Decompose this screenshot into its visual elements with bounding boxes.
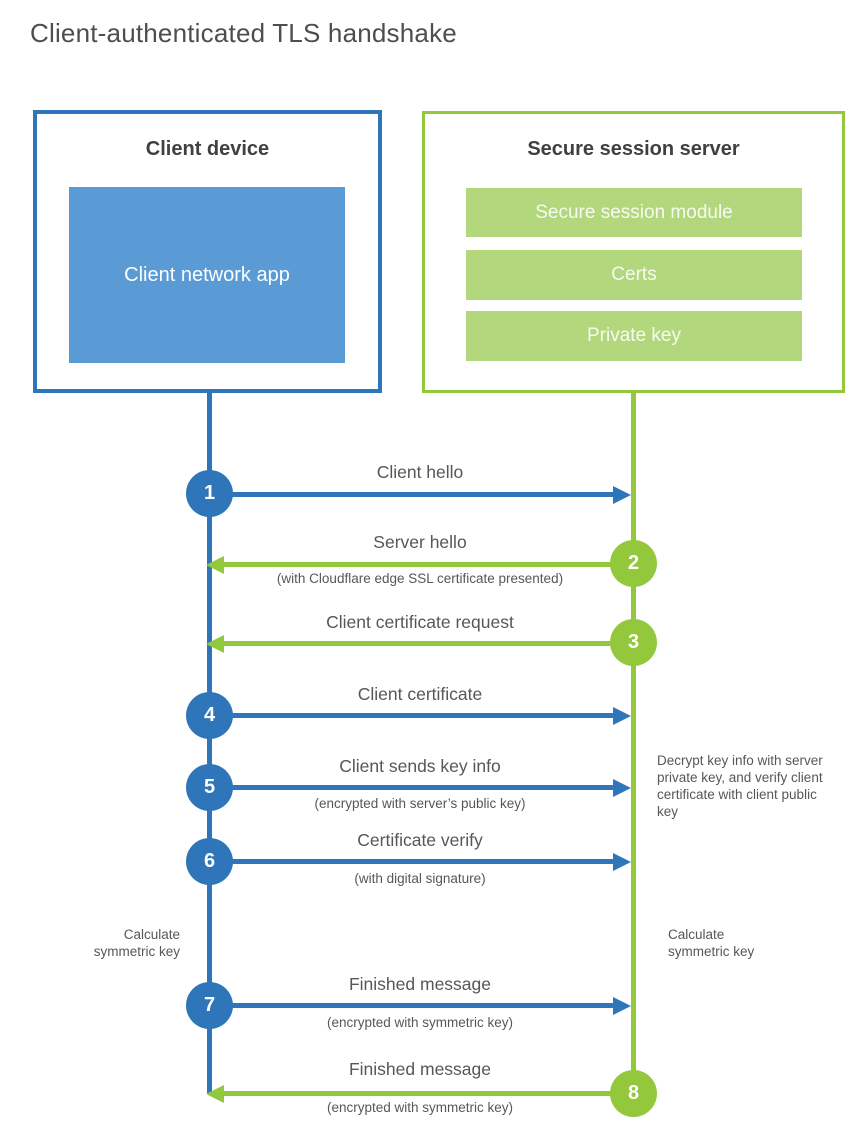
step-marker-1: 1	[186, 470, 233, 517]
message-label: Finished message	[348, 1059, 492, 1079]
server-lifeline	[631, 393, 636, 1093]
arrow-left-icon	[224, 641, 633, 646]
arrow-right-icon	[209, 492, 613, 497]
server-module-private-key: Private key	[466, 311, 802, 361]
message-label: Finished message	[348, 974, 492, 994]
secure-session-server-box: Secure session server Secure session mod…	[422, 111, 845, 393]
server-module-secure-session: Secure session module	[466, 188, 802, 237]
message-sublabel: (with digital signature)	[354, 871, 486, 886]
message-label: Client certificate request	[326, 612, 514, 632]
message-sublabel: (encrypted with symmetric key)	[326, 1100, 514, 1115]
page-title: Client-authenticated TLS handshake	[30, 18, 457, 48]
arrow-right-icon	[209, 713, 613, 718]
step-marker-4: 4	[186, 692, 233, 739]
step-marker-6: 6	[186, 838, 233, 885]
client-lifeline	[207, 393, 212, 1093]
step-marker-5: 5	[186, 764, 233, 811]
message-sublabel: (with Cloudflare edge SSL certificate pr…	[276, 571, 564, 586]
arrow-right-icon	[209, 785, 613, 790]
step-marker-3: 3	[610, 619, 657, 666]
client-device-box: Client device Client network app	[33, 110, 382, 393]
client-network-app-label: Client network app	[124, 264, 290, 286]
arrow-left-icon	[224, 1091, 633, 1096]
message-label: Client sends key info	[339, 756, 501, 776]
secure-session-server-title: Secure session server	[527, 138, 740, 160]
step-marker-7: 7	[186, 982, 233, 1029]
decrypt-note: Decrypt key info with server private key…	[657, 753, 823, 819]
client-network-app-node: Client network app	[69, 187, 345, 363]
calculate-symmetric-key-note-server: Calculate symmetric key	[668, 927, 755, 959]
message-label: Client hello	[376, 462, 464, 482]
message-sublabel: (encrypted with server’s public key)	[314, 796, 526, 811]
arrow-right-icon	[209, 1003, 613, 1008]
arrow-right-icon	[209, 859, 613, 864]
calculate-symmetric-key-note-client: Calculate symmetric key	[93, 927, 180, 959]
step-marker-8: 8	[610, 1070, 657, 1117]
message-label: Client certificate	[357, 684, 483, 704]
arrow-left-icon	[224, 562, 633, 567]
step-marker-2: 2	[610, 540, 657, 587]
client-device-title: Client device	[145, 138, 270, 160]
message-sublabel: (encrypted with symmetric key)	[326, 1015, 514, 1030]
message-label: Server hello	[373, 532, 467, 552]
message-label: Certificate verify	[357, 830, 483, 850]
server-module-certs: Certs	[466, 250, 802, 300]
